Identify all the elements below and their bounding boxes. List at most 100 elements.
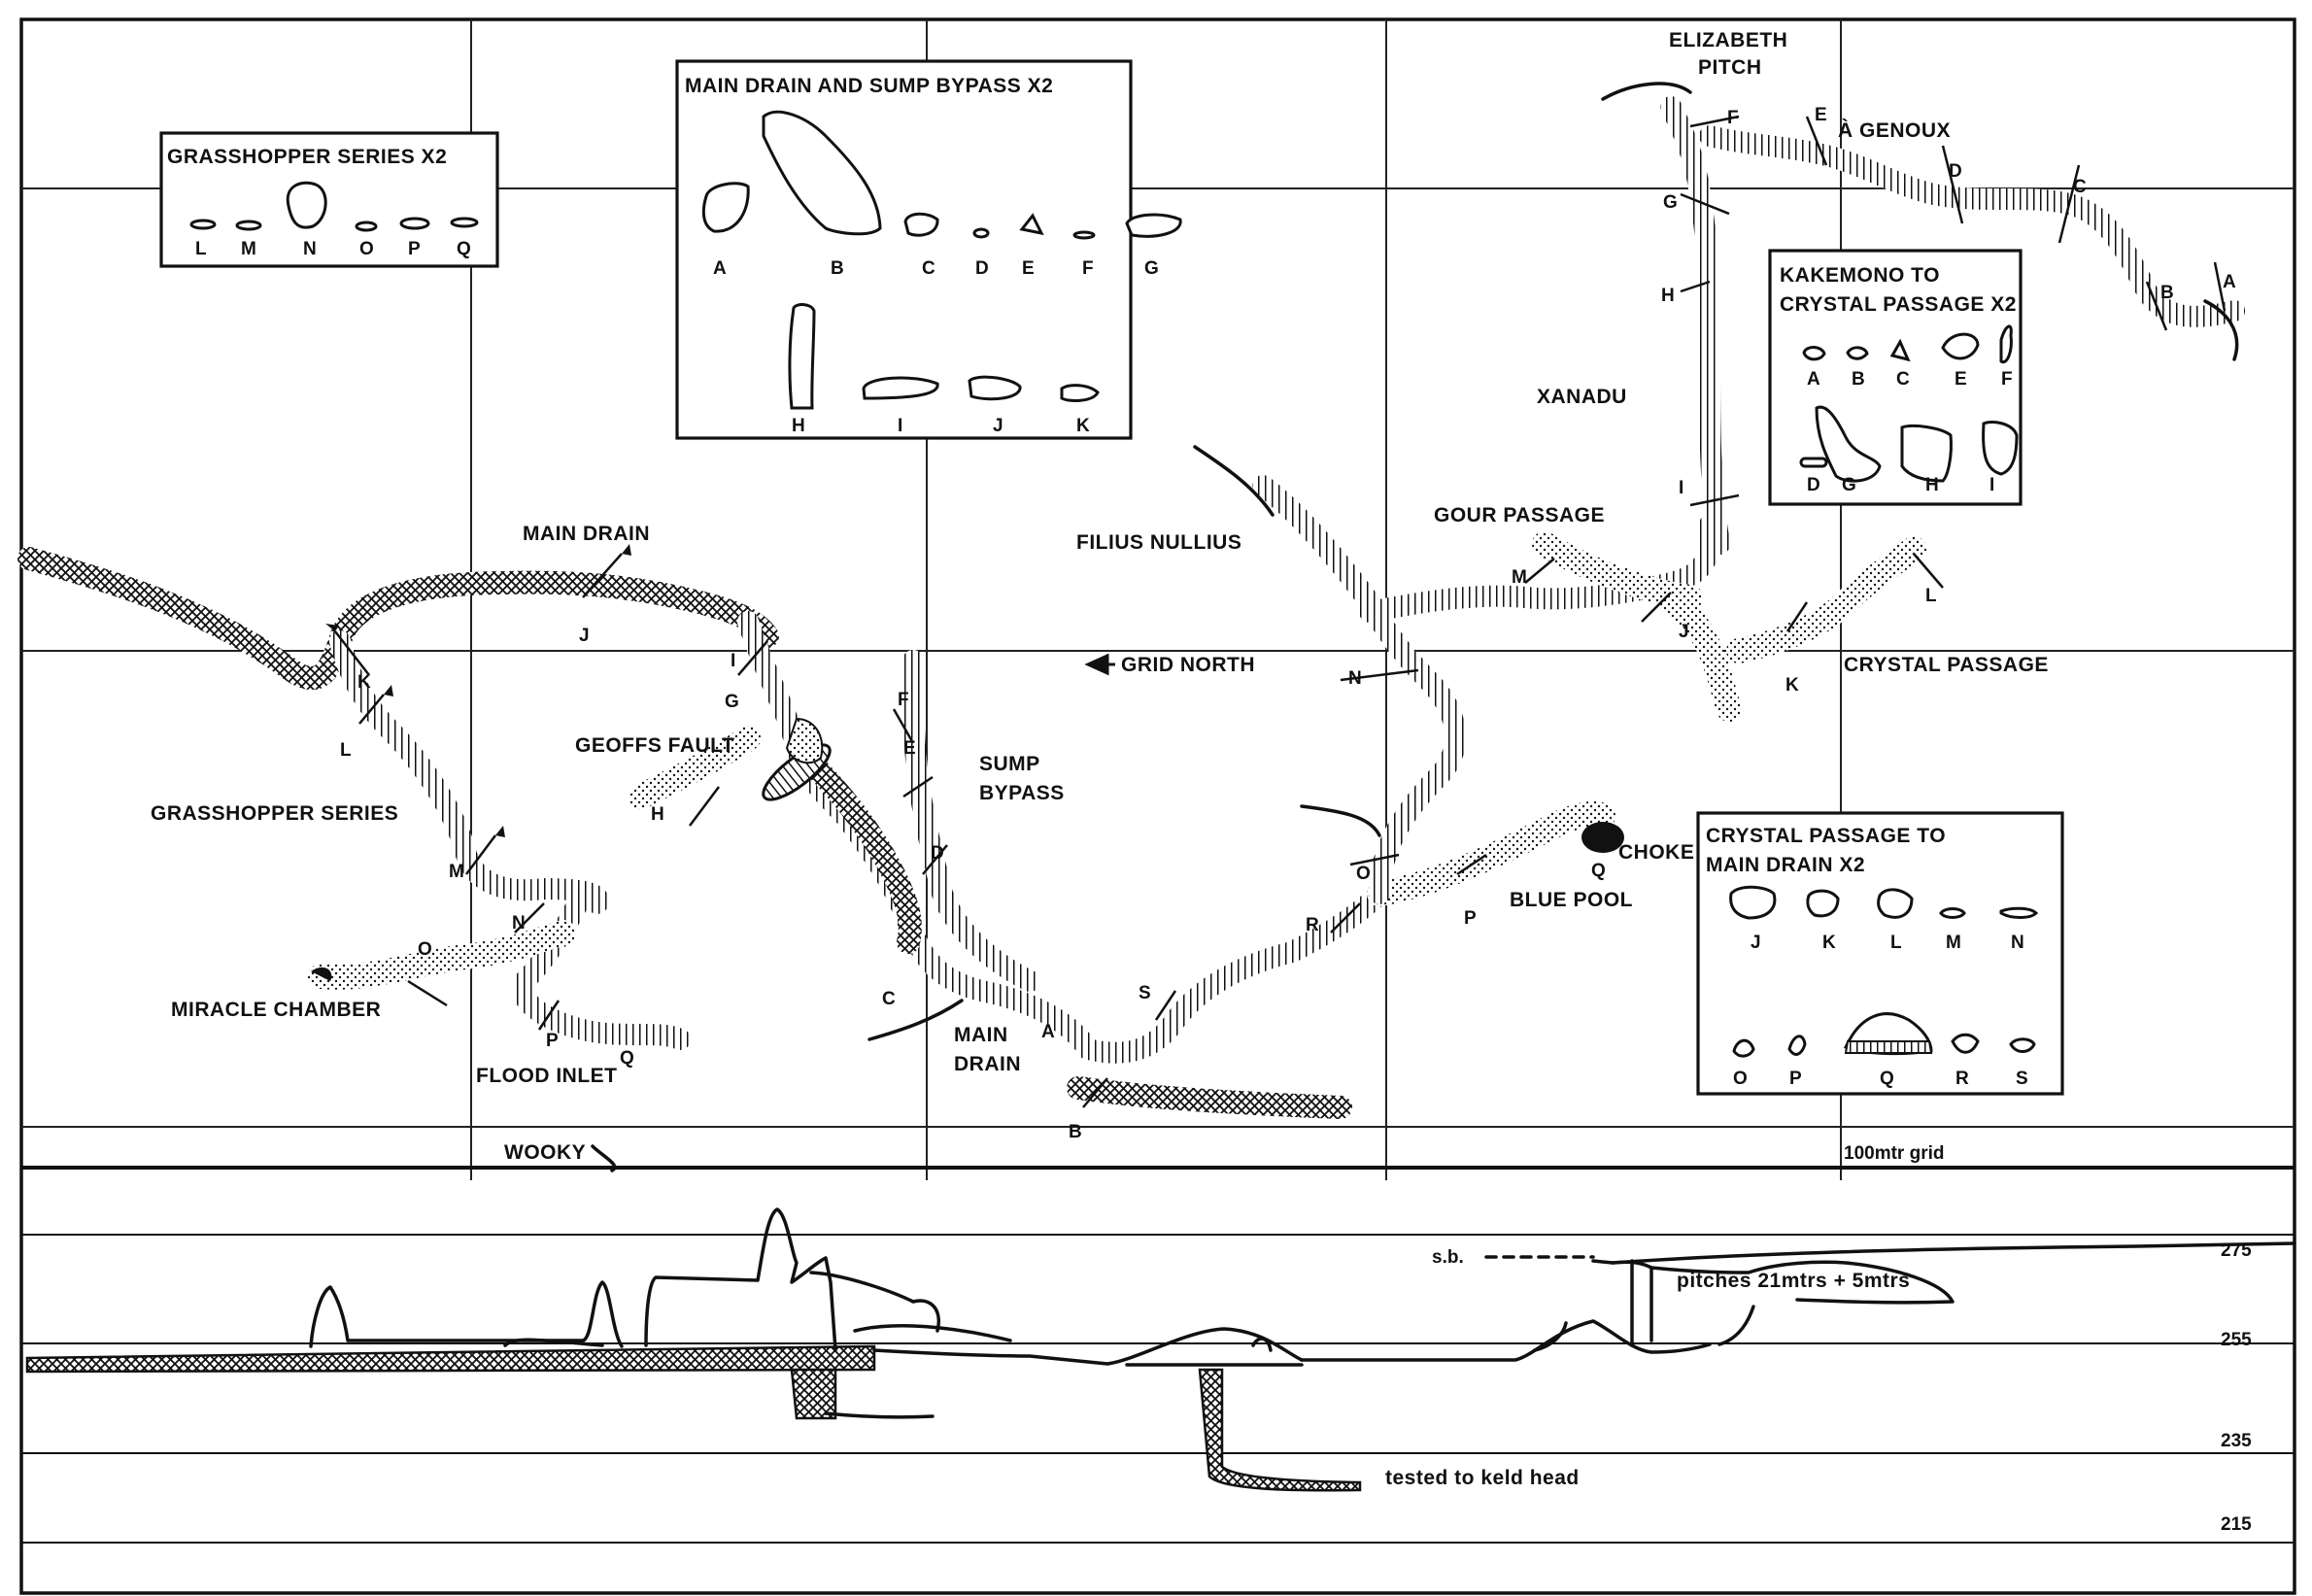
label-wooky: WOOKY	[504, 1141, 586, 1164]
inset-kakemono-label: A	[1807, 369, 1820, 390]
station-letter: H	[1661, 286, 1675, 306]
station-letter: J	[579, 626, 590, 646]
station-letter: J	[1679, 622, 1689, 642]
station-letter: F	[898, 690, 909, 710]
station-letter: A	[2223, 272, 2236, 292]
station-letter: I	[1679, 478, 1683, 498]
station-letter: Q	[1591, 861, 1606, 881]
inset-main-label: G	[1144, 258, 1159, 279]
inset-kakemono-label: C	[1896, 369, 1910, 390]
station-letter: P	[1464, 908, 1477, 929]
label-filius-nullius: FILIUS NULLIUS	[1076, 531, 1241, 554]
inset-kakemono-title-1: KAKEMONO TO	[1780, 264, 1940, 287]
elevation-sb-label: s.b.	[1432, 1247, 1464, 1268]
inset-main-label: F	[1082, 258, 1094, 279]
inset-crystal-label: K	[1822, 933, 1836, 953]
inset-grasshopper: GRASSHOPPER SERIES X2 L M N O P Q	[159, 131, 499, 268]
inset-crystal-label: R	[1955, 1069, 1969, 1089]
elevation-level: 255	[2221, 1330, 2252, 1350]
elevation-pitches-label: pitches 21mtrs + 5mtrs	[1677, 1270, 1910, 1292]
label-miracle-chamber: MIRACLE CHAMBER	[171, 999, 381, 1021]
label-grasshopper-series: GRASSHOPPER SERIES	[151, 802, 398, 825]
elevation-section: 275 255 235 215 s.b. pitches 21mtrs + 5m…	[21, 1207, 2296, 1544]
inset-crystal-label: M	[1946, 933, 1961, 953]
station-letter: F	[1727, 108, 1739, 128]
label-geoffs-fault: GEOFFS FAULT	[575, 734, 734, 757]
inset-grasshopper-label: N	[303, 239, 317, 259]
inset-crystal-label: L	[1890, 933, 1902, 953]
inset-grasshopper-label: Q	[457, 239, 471, 259]
inset-crystal-label: O	[1733, 1069, 1748, 1089]
station-letter: L	[340, 740, 352, 761]
inset-crystal-title-1: CRYSTAL PASSAGE TO	[1706, 825, 1946, 847]
inset-main-drain-title: MAIN DRAIN AND SUMP BYPASS X2	[685, 75, 1053, 97]
label-grid-north: GRID NORTH	[1121, 654, 1255, 676]
station-letter: B	[1069, 1122, 1082, 1142]
elevation-level: 235	[2221, 1431, 2252, 1451]
station-letter: S	[1139, 983, 1151, 1003]
label-a-genoux: À GENOUX	[1838, 119, 1951, 142]
grid-north-arrow	[1084, 653, 1115, 676]
inset-main-drain: MAIN DRAIN AND SUMP BYPASS X2 A B C D E …	[675, 59, 1182, 440]
inset-grasshopper-label: O	[359, 239, 374, 259]
station-letters: K L M N O P Q J A B C D E F G H I J K L …	[340, 105, 2236, 1142]
label-drain: DRAIN	[954, 1053, 1021, 1075]
label-flood-inlet: FLOOD INLET	[476, 1065, 618, 1087]
station-letter: E	[903, 738, 916, 759]
station-letter: C	[2073, 177, 2087, 197]
label-choke: CHOKE	[1618, 841, 1694, 864]
station-letter: N	[512, 913, 526, 934]
inset-kakemono: KAKEMONO TO CRYSTAL PASSAGE X2 A B C E F…	[1768, 249, 2023, 506]
elevation-level: 215	[2221, 1514, 2252, 1535]
station-letter: H	[651, 804, 664, 825]
inset-grasshopper-label: M	[241, 239, 256, 259]
inset-kakemono-label: D	[1807, 475, 1820, 495]
station-letter: L	[1925, 586, 1937, 606]
inset-kakemono-label: I	[1989, 475, 1994, 495]
inset-crystal-label: Q	[1880, 1069, 1894, 1089]
label-blue-pool: BLUE POOL	[1510, 889, 1633, 911]
label-main: MAIN	[954, 1024, 1008, 1046]
station-letter: B	[2160, 283, 2174, 303]
cave-plan	[17, 82, 2245, 1172]
inset-crystal-label: S	[2016, 1069, 2028, 1089]
station-letter: G	[1663, 192, 1678, 213]
inset-crystal-label: N	[2011, 933, 2024, 953]
station-letter: D	[931, 843, 944, 864]
inset-crystal-label: J	[1751, 933, 1761, 953]
station-letter: P	[546, 1031, 559, 1051]
inset-grasshopper-label: P	[408, 239, 421, 259]
inset-kakemono-title-2: CRYSTAL PASSAGE X2	[1780, 293, 2017, 316]
station-letter: A	[1041, 1022, 1055, 1042]
station-letter: I	[731, 651, 735, 671]
label-grid-scale: 100mtr grid	[1844, 1143, 1944, 1164]
inset-kakemono-label: H	[1925, 475, 1939, 495]
station-letter: D	[1949, 161, 1962, 182]
map-frame	[19, 17, 2296, 1595]
inset-main-label: E	[1022, 258, 1035, 279]
inset-kakemono-label: E	[1955, 369, 1967, 390]
label-gour-passage: GOUR PASSAGE	[1434, 504, 1605, 526]
label-xanadu: XANADU	[1537, 386, 1627, 408]
elevation-keld-head-label: tested to keld head	[1385, 1467, 1580, 1489]
label-elizabeth: ELIZABETH	[1669, 29, 1787, 51]
inset-crystal-main: CRYSTAL PASSAGE TO MAIN DRAIN X2 J K L M…	[1696, 811, 2064, 1096]
station-letter: O	[1356, 864, 1371, 884]
station-letter: O	[418, 939, 432, 960]
plan-labels: MAIN DRAIN GRASSHOPPER SERIES GEOFFS FAU…	[151, 29, 2048, 1164]
station-letter: Q	[620, 1048, 634, 1069]
inset-kakemono-label: G	[1842, 475, 1856, 495]
inset-main-label: J	[993, 416, 1003, 436]
inset-crystal-label: P	[1789, 1069, 1802, 1089]
inset-main-label: K	[1076, 416, 1090, 436]
label-bypass: BYPASS	[979, 782, 1065, 804]
inset-kakemono-label: B	[1852, 369, 1865, 390]
inset-grasshopper-title: GRASSHOPPER SERIES X2	[167, 146, 447, 168]
station-flags	[325, 115, 2227, 1108]
station-letter: E	[1815, 105, 1827, 125]
inset-main-label: I	[898, 416, 902, 436]
inset-main-label: C	[922, 258, 935, 279]
inset-main-label: H	[792, 416, 805, 436]
station-letter: K	[357, 672, 371, 693]
